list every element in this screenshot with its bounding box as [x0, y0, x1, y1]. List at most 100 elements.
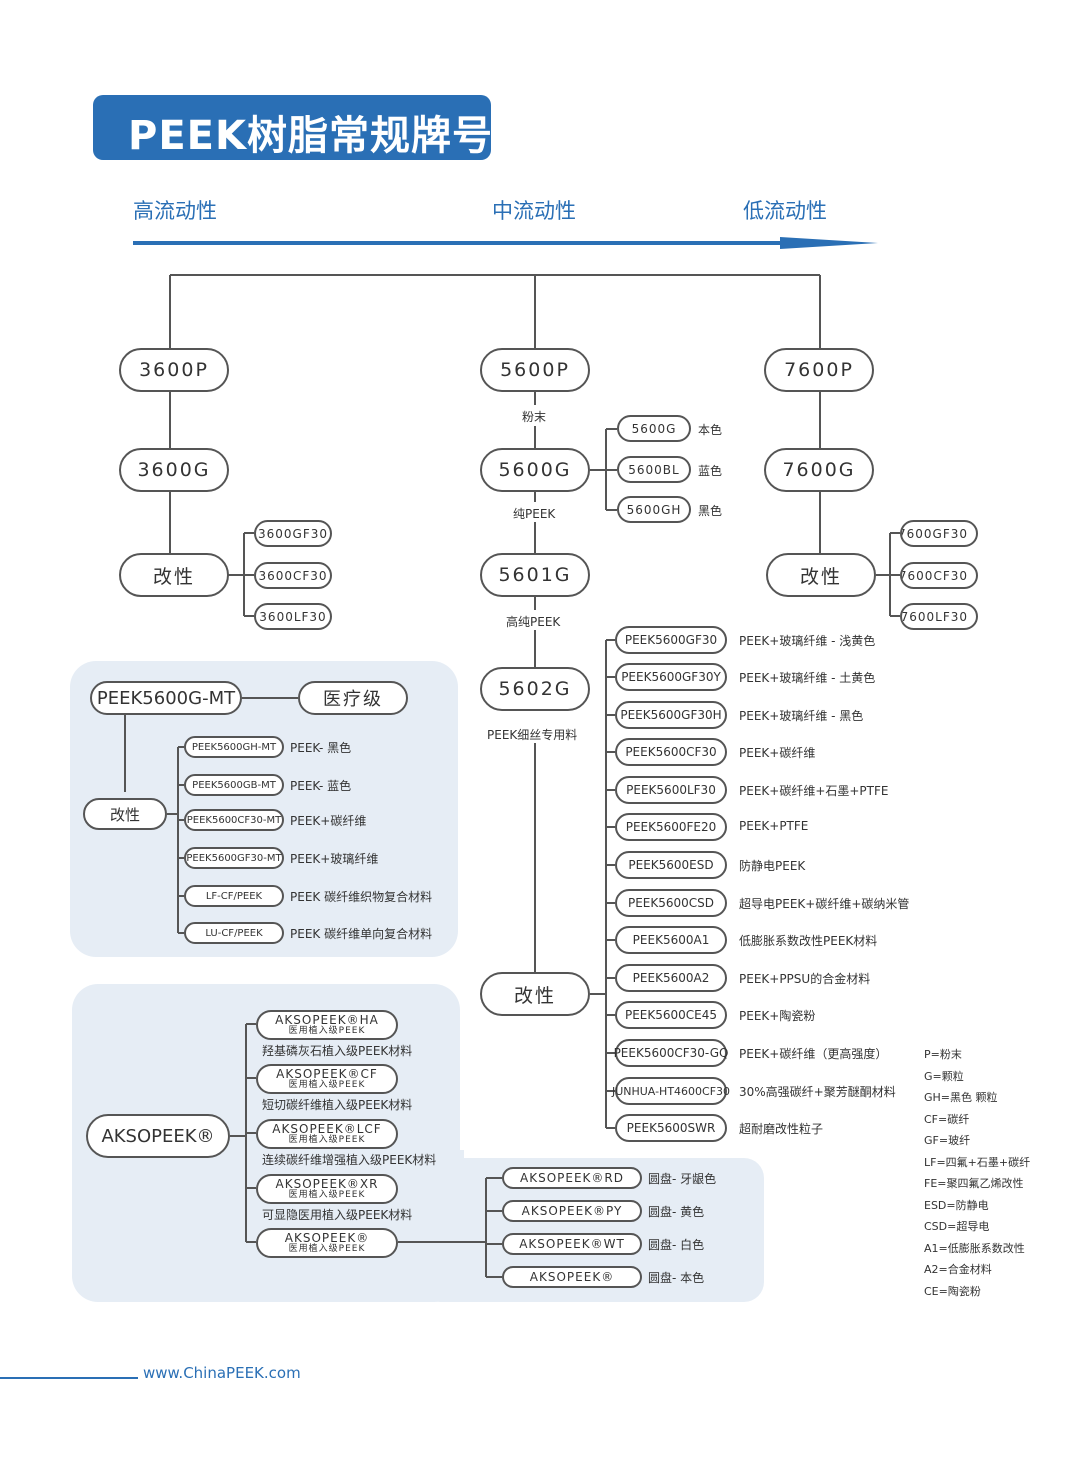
label-high-pure-peek: 高纯PEEK [506, 615, 561, 629]
modified-grade-desc: PEEK+碳纤维 [739, 746, 816, 760]
modified-grade-desc: PEEK+玻璃纤维 - 浅黄色 [739, 634, 876, 648]
aksopeek-disc-desc: 圆盘- 本色 [648, 1271, 705, 1285]
node-5600gh: 5600GH [617, 496, 691, 523]
legend-item: CE=陶瓷粉 [924, 1284, 981, 1298]
aksopeek-grade-name: AKSOPEEK®LCF [272, 1121, 382, 1136]
aksopeek-grade-name: AKSOPEEK®HA [275, 1012, 379, 1027]
aksopeek-disc-desc: 圆盘- 牙龈色 [648, 1172, 717, 1186]
medical-grade-desc: PEEK 碳纤维单向复合材料 [290, 927, 433, 941]
modified-grade-desc: 低膨胀系数改性PEEK材料 [739, 934, 878, 948]
modified-grade-desc: 防静电PEEK [739, 859, 806, 873]
aksopeek-grade-desc: 可显隐医用植入级PEEK材料 [262, 1208, 413, 1222]
node-3600p: 3600P [119, 348, 229, 392]
footer-url: www.ChinaPEEK.com [143, 1364, 301, 1382]
legend-item: ESD=防静电 [924, 1198, 989, 1212]
aksopeek-grade-sub: 医用植入级PEEK [288, 1025, 366, 1036]
modified-grade-desc: PEEK+玻璃纤维 - 黑色 [739, 709, 864, 723]
panel-joint [430, 1150, 464, 1180]
aksopeek-grade-sub: 医用植入级PEEK [288, 1189, 366, 1200]
modified-grade-desc: 超导电PEEK+碳纤维+碳纳米管 [739, 897, 910, 911]
aksopeek-grade-desc: 连续碳纤维增强植入级PEEK材料 [262, 1153, 437, 1167]
aksopeek-grade-sub: 医用植入级PEEK [288, 1079, 366, 1090]
legend-item: P=粉末 [924, 1048, 962, 1061]
legend-item: LF=四氟+石墨+碳纤 [924, 1155, 1031, 1169]
legend-item: GH=黑色 颗粒 [924, 1091, 998, 1104]
modified-grade-code: PEEK5600SWR [615, 1114, 727, 1142]
legend-item: A1=低膨胀系数改性 [924, 1241, 1025, 1255]
node-left-mod: 改性 [119, 553, 229, 597]
modified-grade-code: JUNHUA-HT4600CF30 [612, 1077, 730, 1105]
medical-grade-desc: PEEK+玻璃纤维 [290, 852, 379, 866]
node-5600bl: 5600BL [617, 456, 691, 483]
node-7600gf30: 7600GF30 [900, 520, 978, 547]
modified-grade-code: PEEK5600GF30 [615, 626, 727, 654]
modified-grade-desc: 30%高强碳纤+聚芳醚酮材料 [739, 1085, 896, 1099]
medical-grade-code: PEEK5600GH-MT [184, 736, 284, 758]
label-pure-peek: 纯PEEK [513, 507, 556, 521]
legend-item: GF=玻纤 [924, 1134, 971, 1147]
flow-mid-label: 中流动性 [492, 199, 576, 223]
medical-grade-desc: PEEK 碳纤维织物复合材料 [290, 890, 433, 904]
label-blue: 蓝色 [698, 464, 723, 478]
aksopeek-disc-desc: 圆盘- 黄色 [648, 1205, 705, 1219]
aksopeek-grade-desc: 短切碳纤维植入级PEEK材料 [262, 1098, 413, 1112]
modified-grade-code: PEEK5600CF30-GQ [614, 1039, 728, 1067]
label-black: 黑色 [698, 504, 723, 518]
modified-grade-code: PEEK5600A2 [615, 964, 727, 992]
node-3600gf30: 3600GF30 [254, 520, 332, 547]
modified-grade-desc: PEEK+陶瓷粉 [739, 1009, 816, 1023]
node-medical-mod: 改性 [83, 798, 167, 830]
aksopeek-disc-name: AKSOPEEK®RD [502, 1167, 642, 1189]
node-7600p: 7600P [764, 348, 874, 392]
modified-grade-desc: PEEK+PTFE [739, 819, 809, 833]
medical-grade-code: PEEK5600GF30-MT [184, 847, 284, 869]
legend-item: G=颗粒 [924, 1069, 964, 1083]
modified-grade-desc: PEEK+PPSU的合金材料 [739, 972, 871, 986]
flow-high-label: 高流动性 [133, 199, 217, 223]
node-3600g: 3600G [119, 448, 229, 492]
footer-rule [0, 1377, 138, 1379]
modified-grade-code: PEEK5600A1 [615, 926, 727, 954]
modified-grade-code: PEEK5600GF30H [615, 701, 727, 729]
legend-item: FE=聚四氟乙烯改性 [924, 1177, 1024, 1190]
modified-grade-code: PEEK5600CF30 [615, 738, 727, 766]
legend-item: CSD=超导电 [924, 1220, 990, 1233]
aksopeek-disc-name: AKSOPEEK® [502, 1266, 642, 1288]
aksopeek-disc-name: AKSOPEEK®WT [502, 1233, 642, 1255]
flow-low-label: 低流动性 [743, 199, 827, 223]
modified-grade-desc: PEEK+碳纤维+石墨+PTFE [739, 784, 889, 798]
node-center-mod: 改性 [480, 972, 590, 1016]
aksopeek-grade-sub: 医用植入级PEEK [288, 1243, 366, 1254]
modified-grade-code: PEEK5600CSD [615, 889, 727, 917]
aksopeek-grade-sub: 医用植入级PEEK [288, 1134, 366, 1145]
medical-grade-code: LU-CF/PEEK [184, 922, 284, 944]
node-5600p: 5600P [480, 348, 590, 392]
medical-grade-code: PEEK5600GB-MT [184, 774, 284, 796]
node-medical-grade: 医疗级 [298, 681, 408, 715]
legend-item: CF=碳纤 [924, 1112, 970, 1126]
aksopeek-grade-name: AKSOPEEK®XR [275, 1176, 379, 1191]
node-5600g: 5600G [480, 448, 590, 492]
node-5601g: 5601G [480, 553, 590, 597]
node-5602g: 5602G [480, 667, 590, 711]
medical-grade-desc: PEEK+碳纤维 [290, 814, 367, 828]
node-right-mod: 改性 [766, 553, 876, 597]
modified-grade-code: PEEK5600GF30Y [615, 663, 727, 691]
medical-grade-code: PEEK5600CF30-MT [184, 809, 284, 831]
label-powder: 粉末 [522, 410, 547, 424]
modified-grade-code: PEEK5600FE20 [615, 813, 727, 841]
node-7600lf30: 7600LF30 [900, 603, 978, 630]
node-3600cf30: 3600CF30 [254, 562, 332, 589]
title-banner [93, 95, 491, 160]
modified-grade-code: PEEK5600CE45 [615, 1001, 727, 1029]
medical-grade-code: LF-CF/PEEK [184, 885, 284, 907]
aksopeek-grade-name: AKSOPEEK®CF [276, 1066, 378, 1081]
aksopeek-disc-desc: 圆盘- 白色 [648, 1238, 705, 1252]
modified-grade-desc: PEEK+玻璃纤维 - 土黄色 [739, 671, 876, 685]
node-7600cf30: 7600CF30 [900, 562, 978, 589]
node-peek5600g-mt: PEEK5600G-MT [90, 681, 242, 715]
aksopeek-grade-pill: AKSOPEEK®医用植入级PEEK [256, 1228, 398, 1258]
